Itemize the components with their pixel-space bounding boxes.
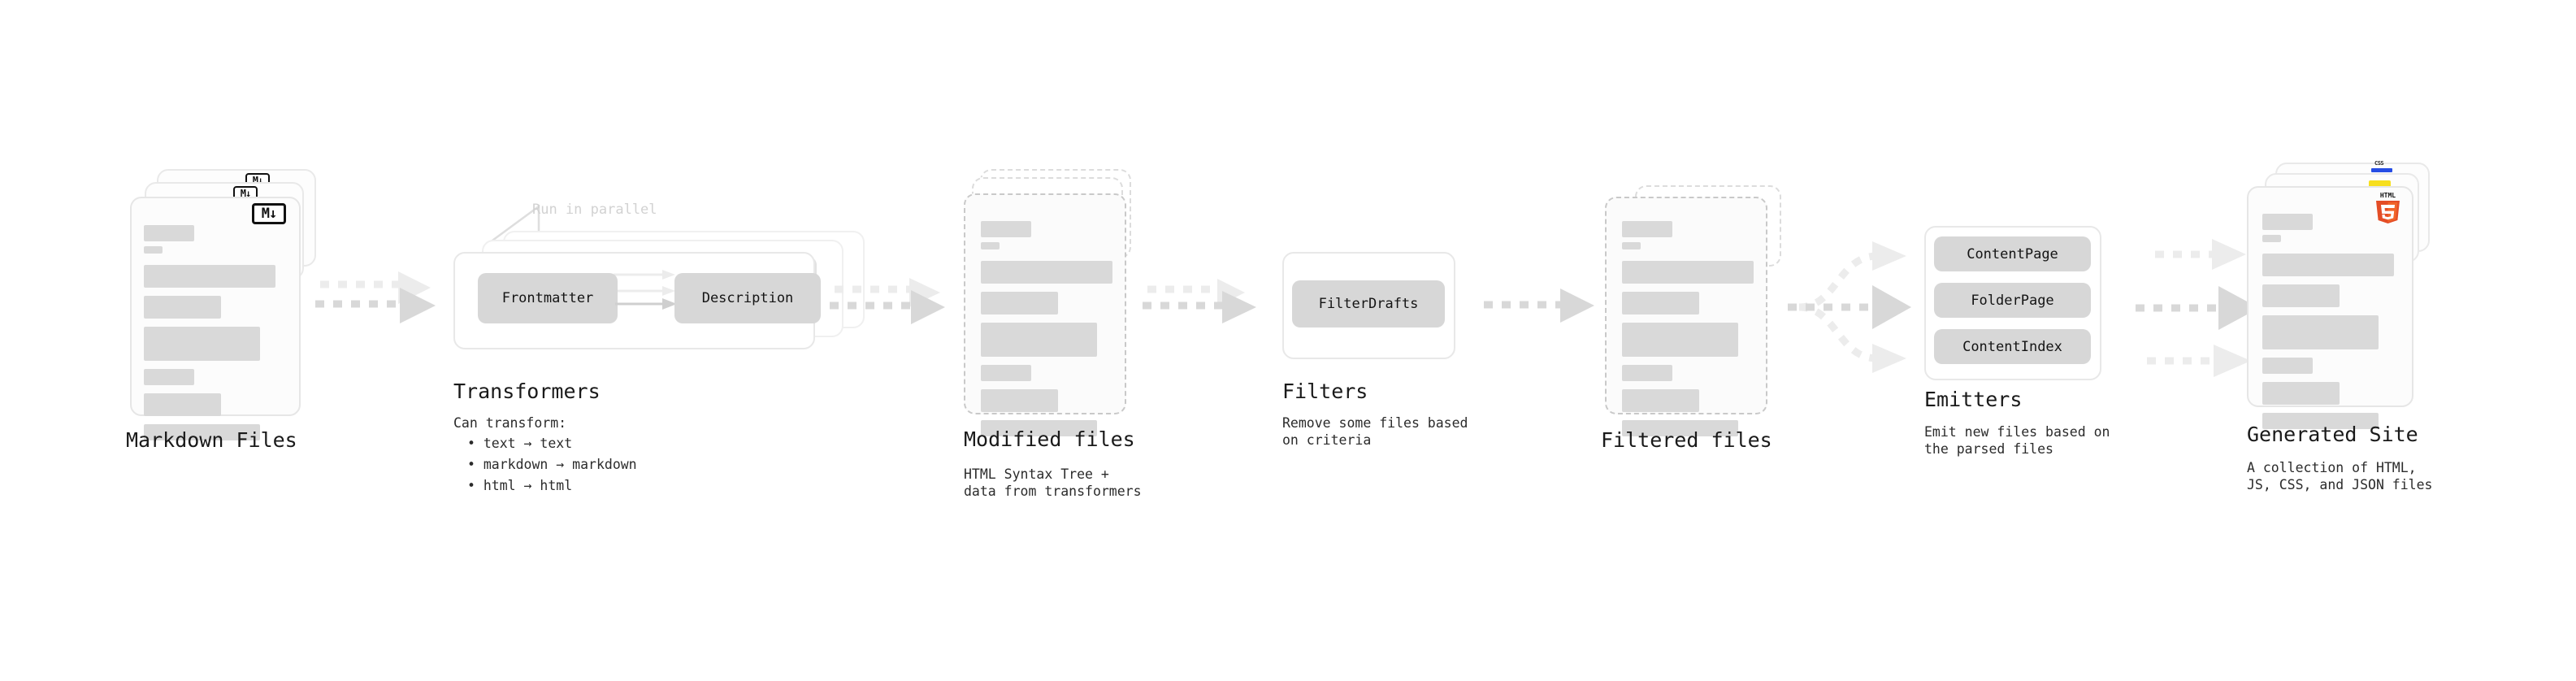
run-in-parallel-label: Run in parallel (532, 202, 657, 218)
html5-icon: HTML (2376, 192, 2400, 223)
transformers-bullet-1-text: markdown → markdown (483, 457, 637, 472)
filters-subtitle: Remove some files based on criteria (1282, 415, 1468, 448)
generated-site-title: Generated Site (2247, 423, 2418, 446)
transformers-title: Transformers (453, 380, 601, 403)
transformers-bullet-2-text: html → html (483, 478, 573, 493)
arrow-markdown-to-transformers (315, 271, 436, 323)
svg-text:HTML: HTML (2380, 192, 2396, 199)
arrow-filtered-to-emitters (1788, 241, 1911, 373)
transformer-pill-description[interactable]: Description (674, 273, 821, 323)
markdown-badge-icon: M↓ (252, 203, 286, 224)
emitters-pill-contentpage[interactable]: ContentPage (1934, 236, 2091, 271)
arrow-transformers-to-modified (830, 278, 945, 324)
css-icon (2371, 168, 2392, 172)
transformers-bullet-0-text: text → text (483, 436, 573, 451)
arrow-emitters-to-generated (2136, 239, 2259, 377)
transformer-inner-arrow (615, 298, 677, 310)
modified-files-subtitle: HTML Syntax Tree + data from transformer… (964, 466, 1142, 499)
filters-pill-filterdrafts[interactable]: FilterDrafts (1292, 280, 1445, 327)
transformer-pill-frontmatter[interactable]: Frontmatter (478, 273, 618, 323)
arrow-modified-to-filters (1143, 279, 1256, 323)
transformers-bullet-2: • html → html (467, 478, 573, 493)
markdown-files-title: Markdown Files (126, 428, 297, 452)
generated-site-subtitle: A collection of HTML, JS, CSS, and JSON … (2247, 460, 2433, 492)
emitters-pill-folderpage[interactable]: FolderPage (1934, 283, 2091, 318)
transformers-bullet-0: • text → text (467, 436, 573, 451)
modified-files-title: Modified files (964, 427, 1135, 451)
run-in-parallel-leader (483, 204, 540, 249)
css-icon-label: CSS (2374, 160, 2384, 167)
transformers-bullet-1: • markdown → markdown (467, 457, 637, 472)
emitters-pill-contentindex[interactable]: ContentIndex (1934, 329, 2091, 364)
transformers-subtitle: Can transform: (453, 415, 567, 431)
arrow-filters-to-filtered (1484, 288, 1594, 323)
filtered-files-title: Filtered files (1601, 428, 1772, 452)
emitters-subtitle: Emit new files based on the parsed files (1924, 424, 2110, 457)
filters-title: Filters (1282, 380, 1368, 403)
emitters-title: Emitters (1924, 388, 2023, 411)
transformer-inner-arrows-faded (614, 270, 675, 296)
